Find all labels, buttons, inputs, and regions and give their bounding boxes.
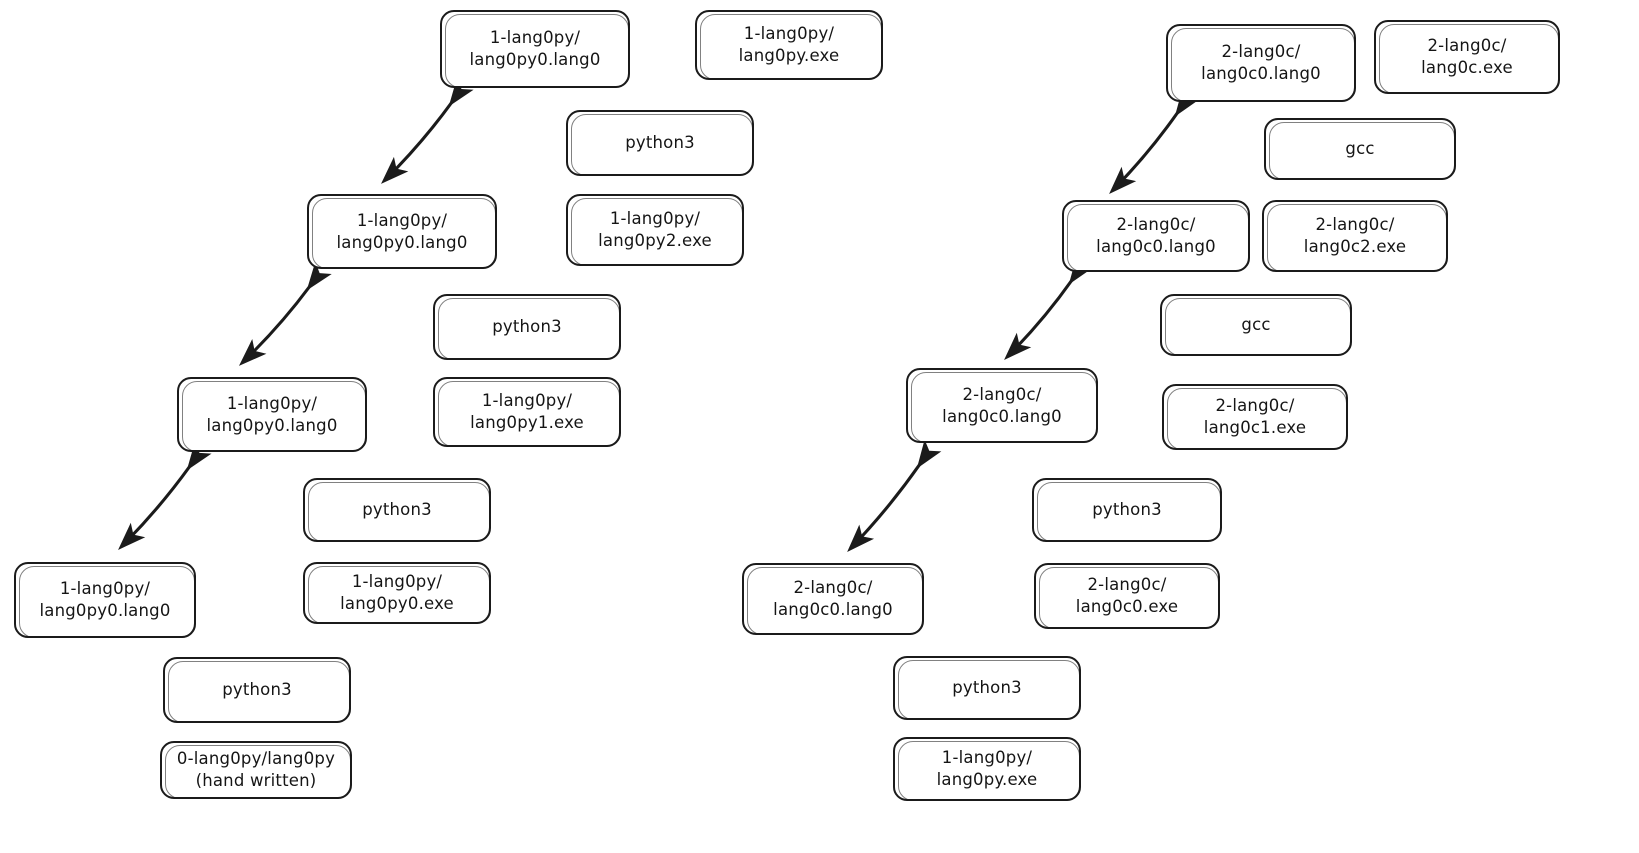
node-l-src-0[interactable]: 1-lang0py/ lang0py0.lang0 xyxy=(14,562,196,638)
arrow-r-arrow-1 xyxy=(847,439,942,553)
node-l-exe-top[interactable]: 1-lang0py/ lang0py.exe xyxy=(695,10,883,80)
node-r-src-1[interactable]: 2-lang0c/ lang0c0.lang0 xyxy=(906,368,1098,443)
node-r-tool-2[interactable]: gcc xyxy=(1160,294,1352,356)
arrow-l-arrow-2 xyxy=(238,261,332,366)
node-r-src-top[interactable]: 2-lang0c/ lang0c0.lang0 xyxy=(1166,24,1356,102)
node-l-tool-hw[interactable]: python3 xyxy=(163,657,351,723)
node-r-exe-top[interactable]: 2-lang0c/ lang0c.exe xyxy=(1374,20,1560,94)
node-r-exe-2[interactable]: 2-lang0c/ lang0c2.exe xyxy=(1262,200,1448,272)
arrow-l-arrow-1 xyxy=(118,441,212,550)
node-l-tool-3[interactable]: python3 xyxy=(566,110,754,176)
node-r-exe-1[interactable]: 2-lang0c/ lang0c1.exe xyxy=(1162,384,1348,450)
node-l-exe-2[interactable]: 1-lang0py/ lang0py2.exe xyxy=(566,194,744,266)
node-l-tool-1[interactable]: python3 xyxy=(303,478,491,542)
node-r-tool-3[interactable]: gcc xyxy=(1264,118,1456,180)
node-l-src-1[interactable]: 1-lang0py/ lang0py0.lang0 xyxy=(177,377,367,452)
node-r-tool-0[interactable]: python3 xyxy=(893,656,1081,720)
arrow-r-arrow-2 xyxy=(1004,255,1094,360)
node-l-exe-0[interactable]: 1-lang0py/ lang0py0.exe xyxy=(303,562,491,624)
arrow-l-arrow-3 xyxy=(381,77,474,184)
node-r-exe-0[interactable]: 2-lang0c/ lang0c0.exe xyxy=(1034,563,1220,629)
node-l-src-2[interactable]: 1-lang0py/ lang0py0.lang0 xyxy=(307,194,497,269)
node-l-hand[interactable]: 0-lang0py/lang0py (hand written) xyxy=(160,741,352,799)
node-l-exe-1[interactable]: 1-lang0py/ lang0py1.exe xyxy=(433,377,621,447)
node-r-src-0[interactable]: 2-lang0c/ lang0c0.lang0 xyxy=(742,563,924,635)
node-l-tool-2[interactable]: python3 xyxy=(433,294,621,360)
node-r-src-2[interactable]: 2-lang0c/ lang0c0.lang0 xyxy=(1062,200,1250,272)
node-l-src-top[interactable]: 1-lang0py/ lang0py0.lang0 xyxy=(440,10,630,88)
node-r-bottom[interactable]: 1-lang0py/ lang0py.exe xyxy=(893,737,1081,801)
arrow-r-arrow-3 xyxy=(1109,87,1200,194)
node-r-tool-1[interactable]: python3 xyxy=(1032,478,1222,542)
